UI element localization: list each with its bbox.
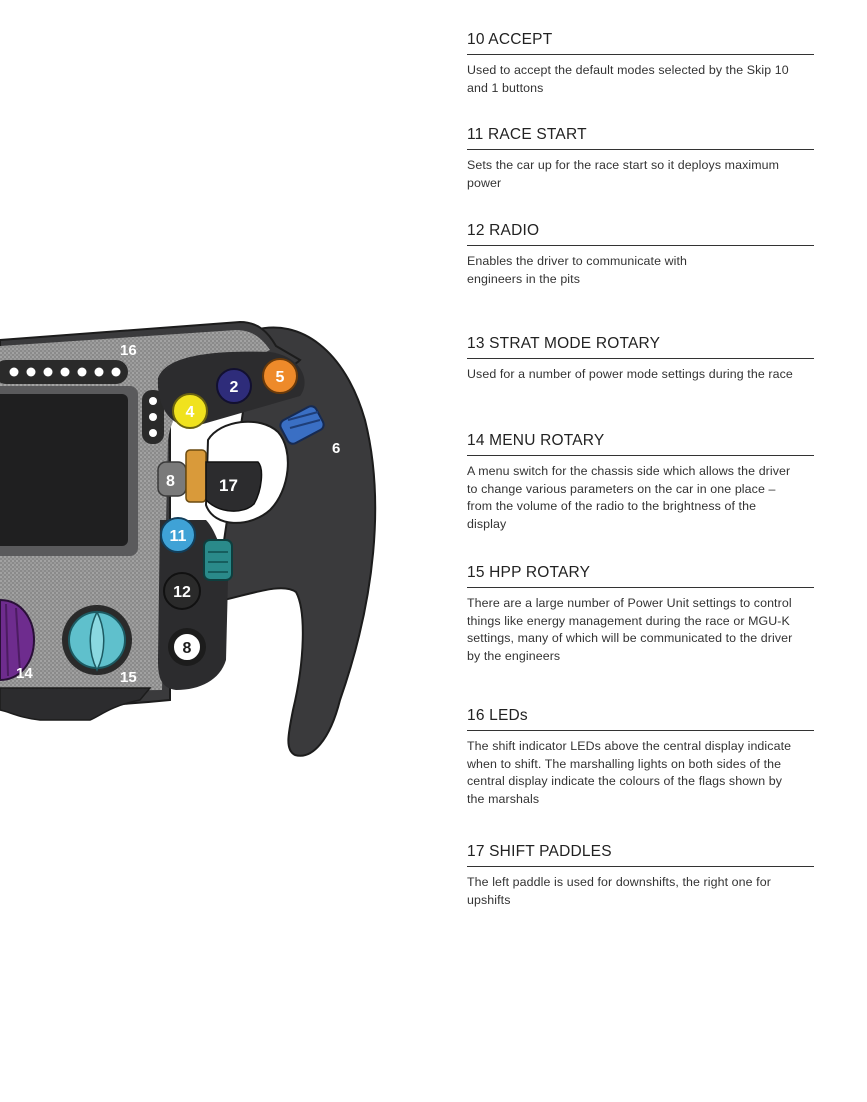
label-2: 2 (230, 379, 239, 396)
rotary-13 (203, 539, 233, 581)
entry-description: The left paddle is used for downshifts, … (467, 874, 814, 909)
entry-description: The shift indicator LEDs above the centr… (467, 738, 814, 808)
entry-description: A menu switch for the chassis side which… (467, 463, 814, 533)
desc-line: A menu switch for the chassis side which… (467, 464, 791, 478)
entry-16-leds: 16 LEDs The shift indicator LEDs above t… (467, 707, 814, 808)
entry-description: Sets the car up for the race start so it… (467, 157, 814, 192)
desc-line: engineers in the pits (467, 271, 580, 286)
entry-description: Used for a number of power mode settings… (467, 366, 814, 384)
entry-title: 16 LEDs (467, 707, 814, 731)
desc-line: when to shift. The marshalling lights on… (467, 756, 782, 771)
button-4 (172, 393, 208, 429)
desc-line: by the engineers (467, 648, 561, 663)
shift-leds (9, 367, 121, 377)
entry-description: Used to accept the default modes selecte… (467, 62, 814, 97)
desc-line: Used for a number of power mode settings… (467, 367, 793, 381)
marshalling-leds (149, 397, 157, 437)
entry-title: 10 ACCEPT (467, 31, 814, 55)
button-5 (262, 358, 298, 394)
entry-title: 13 STRAT MODE ROTARY (467, 335, 814, 359)
entry-title: 17 SHIFT PADDLES (467, 843, 814, 867)
desc-line: to change various parameters on the car … (467, 481, 776, 496)
desc-line: things like energy management during the… (467, 613, 790, 628)
desc-line: central display indicate the colours of … (467, 774, 783, 789)
entry-17-shift-paddles: 17 SHIFT PADDLES The left paddle is used… (467, 843, 814, 909)
entry-title: 12 RADIO (467, 222, 814, 246)
entry-title: 11 RACE START (467, 126, 814, 150)
button-11 (160, 517, 196, 553)
entry-11-race-start: 11 RACE START Sets the car up for the ra… (467, 126, 814, 192)
entry-description: There are a large number of Power Unit s… (467, 595, 814, 665)
entry-10-accept: 10 ACCEPT Used to accept the default mod… (467, 31, 814, 97)
desc-line: from the volume of the radio to the brig… (467, 499, 757, 514)
desc-line: The left paddle is used for downshifts, … (467, 875, 771, 889)
label-15: 15 (120, 669, 137, 686)
label-16: 16 (120, 342, 137, 359)
entry-13-strat-mode-rotary: 13 STRAT MODE ROTARY Used for a number o… (467, 335, 814, 384)
desc-line: Enables the driver to communicate with (467, 254, 688, 268)
entry-12-radio: 12 RADIO Enables the driver to communica… (467, 222, 814, 288)
desc-line: There are a large number of Power Unit s… (467, 596, 792, 610)
label-5: 5 (276, 369, 285, 386)
desc-line: Used to accept the default modes selecte… (467, 63, 789, 77)
lower-chin (0, 687, 152, 721)
label-11: 11 (170, 528, 187, 545)
desc-line: the marshals (467, 791, 540, 806)
button-8-lower (172, 632, 202, 662)
steering-wheel-diagram: 16 14 15 2 5 4 6 8 17 11 12 8 (0, 320, 377, 757)
desc-line: settings, many of which will be communic… (467, 631, 793, 646)
desc-line: and 1 buttons (467, 80, 544, 95)
label-4: 4 (186, 404, 195, 421)
label-12: 12 (173, 584, 191, 601)
desc-line: display (467, 516, 507, 531)
button-12 (163, 572, 201, 610)
label-17: 17 (219, 476, 238, 495)
label-14: 14 (16, 665, 33, 682)
desc-line: The shift indicator LEDs above the centr… (467, 739, 792, 753)
entry-14-menu-rotary: 14 MENU ROTARY A menu switch for the cha… (467, 432, 814, 533)
desc-line: Sets the car up for the race start so it… (467, 158, 780, 172)
central-display (0, 394, 128, 546)
entry-title: 14 MENU ROTARY (467, 432, 814, 456)
entry-title: 15 HPP ROTARY (467, 564, 814, 588)
label-8-left: 8 (166, 473, 175, 490)
label-8-lower: 8 (183, 640, 192, 657)
paddle-17-mount (185, 449, 207, 503)
desc-line: upshifts (467, 892, 511, 907)
desc-line: power (467, 175, 502, 190)
entry-15-hpp-rotary: 15 HPP ROTARY There are a large number o… (467, 564, 814, 665)
button-2 (216, 368, 252, 404)
label-6: 6 (332, 440, 340, 457)
paddle-17 (205, 461, 263, 512)
entry-description: Enables the driver to communicate with e… (467, 253, 814, 288)
